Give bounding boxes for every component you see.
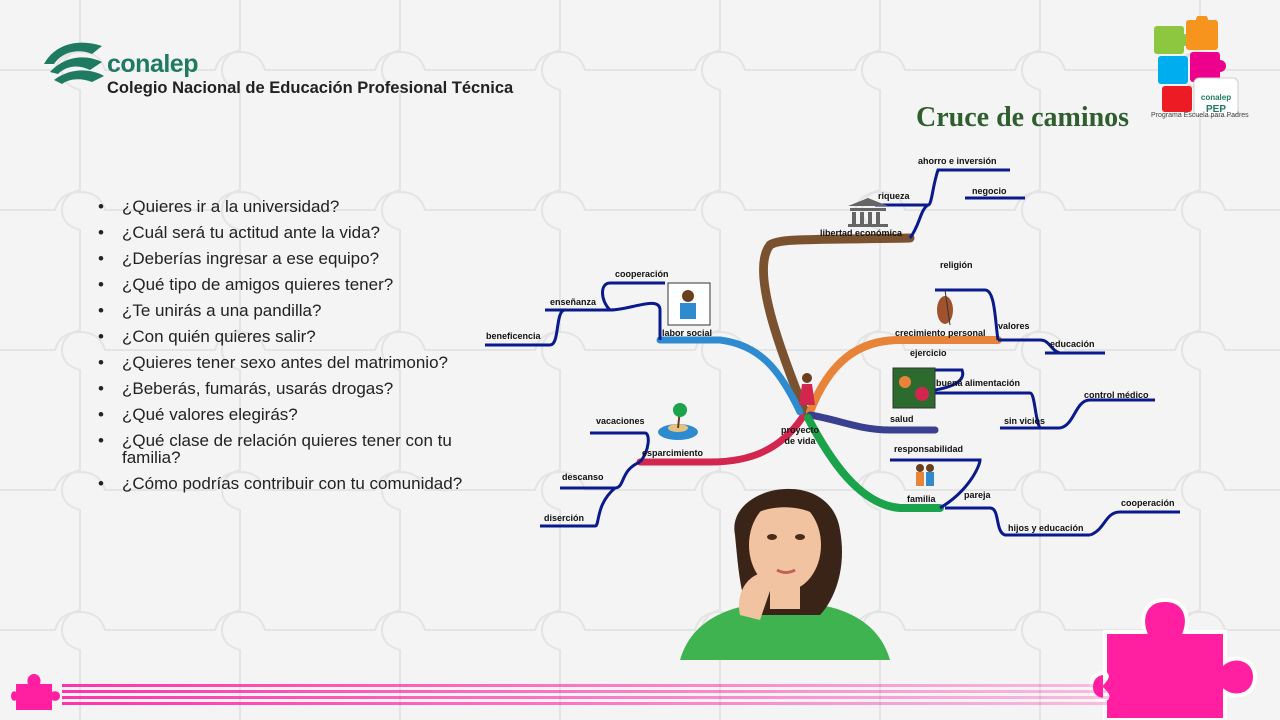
node-ahorro: ahorro e inversión: [918, 156, 997, 166]
violin-icon: [937, 289, 953, 326]
small-puzzle-piece-icon: [11, 674, 60, 710]
question-item: ¿Qué tipo de amigos quieres tener?: [98, 276, 488, 293]
node-libertad: libertad económica: [820, 228, 903, 238]
question-item: ¿Quieres tener sexo antes del matrimonio…: [98, 354, 488, 371]
node-cooperacion-social: cooperación: [615, 269, 669, 279]
bank-icon: [848, 198, 888, 227]
node-beneficencia: beneficencia: [486, 331, 542, 341]
footer-stripe: [62, 684, 1122, 705]
center-line-2: de vida: [784, 436, 816, 446]
food-icon: [892, 367, 936, 409]
pep-puzzle-logo-icon: conalep PEP: [1154, 16, 1239, 117]
mind-map: ahorro e inversión negocio riqueza liber…: [485, 156, 1180, 537]
brand-name: conalep: [107, 50, 198, 78]
question-list: ¿Quieres ir a la universidad? ¿Cuál será…: [98, 198, 488, 501]
island-icon: [658, 403, 698, 440]
question-item: ¿Con quién quieres salir?: [98, 328, 488, 345]
institution-name: Colegio Nacional de Educación Profesiona…: [107, 79, 514, 97]
node-hijos: hijos y educación: [1008, 523, 1084, 533]
branch-crecimiento: [806, 336, 1002, 416]
person-icon: [799, 373, 815, 405]
node-valores: valores: [998, 321, 1030, 331]
question-item: ¿Qué valores elegirás?: [98, 406, 488, 423]
node-labor-social: labor social: [662, 328, 712, 338]
node-descanso: descanso: [562, 472, 604, 482]
node-ejercicio: ejercicio: [910, 348, 947, 358]
question-item: ¿Quieres ir a la universidad?: [98, 198, 488, 215]
node-responsabilidad: responsabilidad: [894, 444, 963, 454]
question-item: ¿Deberías ingresar a ese equipo?: [98, 250, 488, 267]
node-alimentacion: buena alimentación: [936, 378, 1020, 388]
node-salud: salud: [890, 414, 914, 424]
node-religion: religión: [940, 260, 973, 270]
node-vacaciones: vacaciones: [596, 416, 645, 426]
branch-esparcimiento: [636, 414, 806, 466]
node-cooperacion-familia: cooperación: [1121, 498, 1175, 508]
center-line-1: proyecto: [781, 425, 820, 435]
question-item: ¿Beberás, fumarás, usarás drogas?: [98, 380, 488, 397]
family-icon: [916, 464, 934, 486]
node-negocio: negocio: [972, 186, 1007, 196]
node-riqueza: riqueza: [878, 191, 911, 201]
node-sin-vicios: sin vicios: [1004, 416, 1045, 426]
branch-labor-social: [656, 336, 804, 416]
pep-brand-text: conalep: [1201, 93, 1231, 102]
node-familia: familia: [907, 494, 937, 504]
node-educacion: educación: [1050, 339, 1095, 349]
branch-salud: [806, 411, 939, 434]
question-item: ¿Cuál será tu actitud ante la vida?: [98, 224, 488, 241]
question-item: ¿Cómo podrías contribuir con tu comunida…: [98, 475, 488, 492]
node-disercion: diserción: [544, 513, 584, 523]
question-item: ¿Te unirás a una pandilla?: [98, 302, 488, 319]
node-control-medico: control médico: [1084, 390, 1149, 400]
pink-puzzle-piece-icon: [1088, 597, 1258, 720]
conalep-logo-icon: [44, 42, 104, 84]
branch-familia: [804, 414, 944, 512]
node-crecimiento: crecimiento personal: [895, 328, 986, 338]
slide-title: Cruce de caminos: [916, 102, 1130, 133]
node-ensenanza: enseñanza: [550, 297, 597, 307]
pep-program-text: PEP: [1206, 104, 1226, 115]
branch-libertad: [758, 233, 915, 417]
teacher-icon: [667, 282, 711, 326]
question-item: ¿Qué clase de relación quieres tener con…: [98, 432, 488, 466]
node-esparcimiento: esparcimiento: [642, 448, 704, 458]
pep-caption: Programa Escuela para Padres: [1151, 112, 1249, 119]
node-pareja: pareja: [964, 490, 992, 500]
thinking-woman-image: [680, 488, 890, 660]
